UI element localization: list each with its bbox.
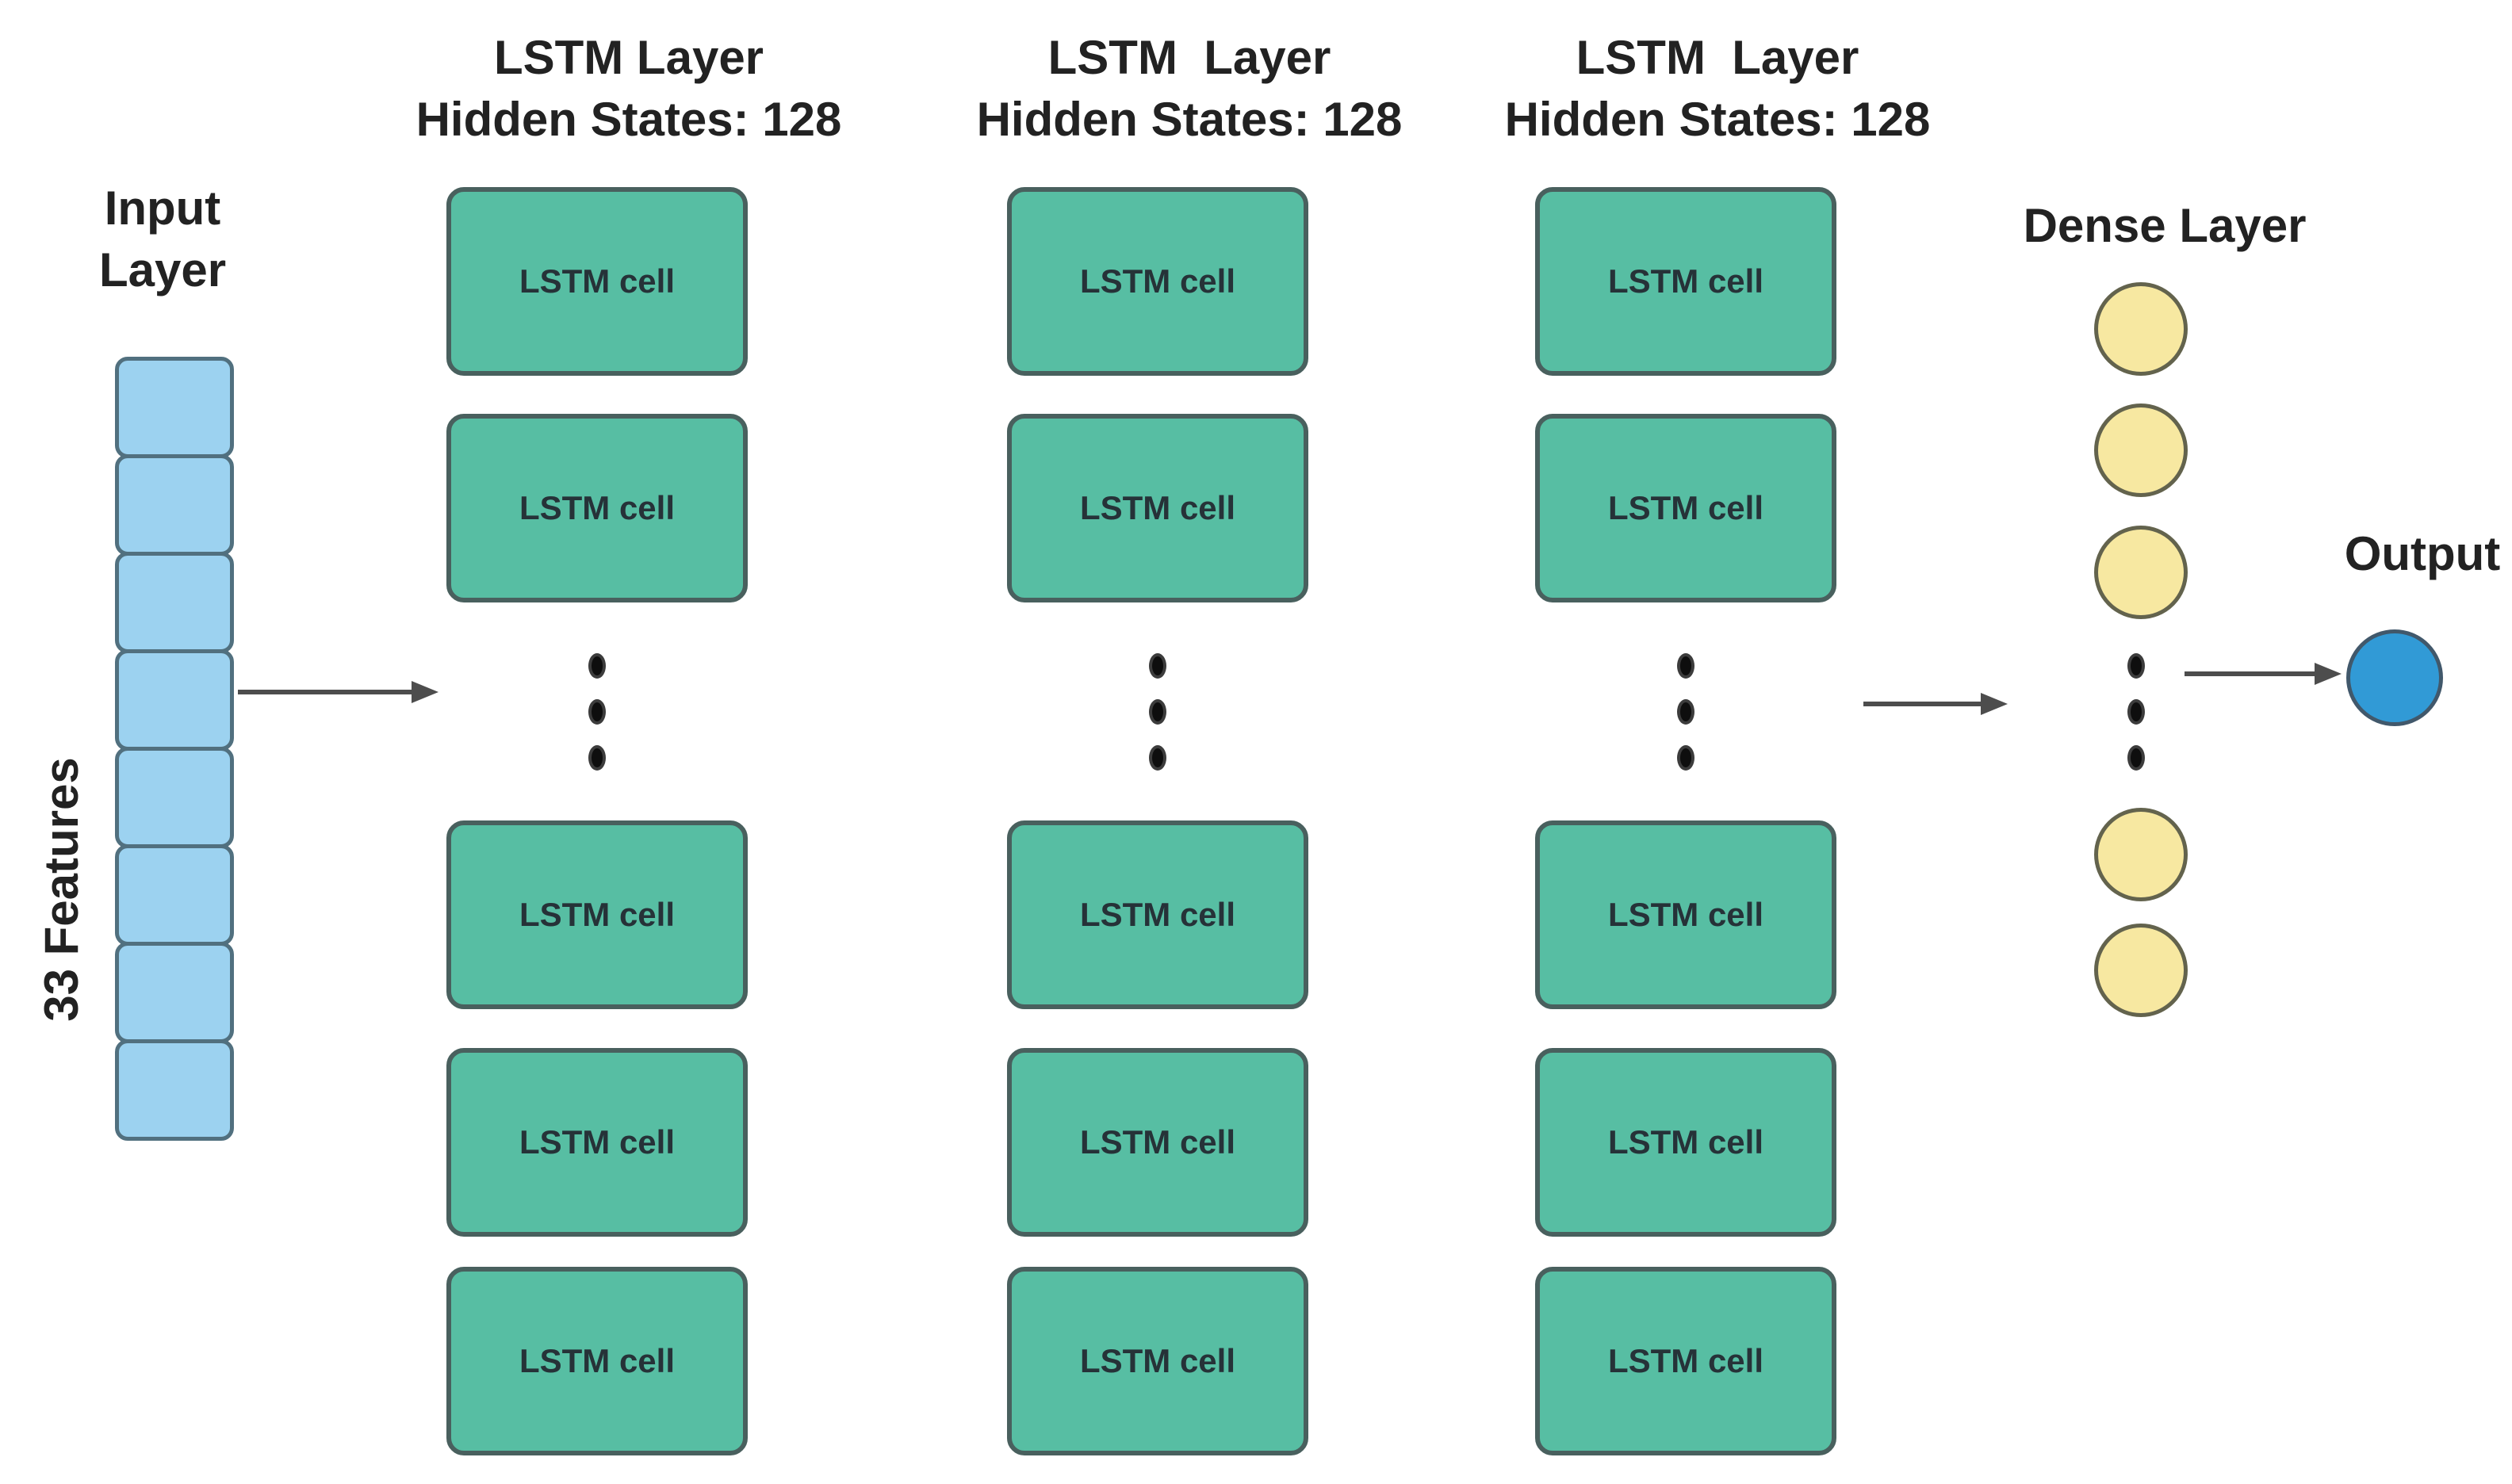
lstm-column-1-ellipsis bbox=[588, 653, 606, 771]
lstm-column-2-ellipsis bbox=[1149, 653, 1166, 771]
input-layer-title-line2: Layer bbox=[98, 243, 227, 296]
lstm-column-3-header: LSTM Layer Hidden States: 128 bbox=[1416, 27, 2019, 151]
lstm-cell: LSTM cell bbox=[1007, 1267, 1308, 1455]
ellipsis-dot bbox=[2127, 745, 2145, 771]
input-layer-title-line1: Input bbox=[104, 182, 221, 235]
ellipsis-dot bbox=[1677, 653, 1694, 679]
lstm-cell: LSTM cell bbox=[1535, 187, 1836, 376]
arrow-head-icon bbox=[2315, 663, 2342, 685]
input-unit bbox=[115, 649, 234, 751]
lstm-column-1-subtitle: Hidden States: 128 bbox=[415, 93, 842, 146]
ellipsis-dot bbox=[2127, 653, 2145, 679]
ellipsis-dot bbox=[1149, 745, 1166, 771]
ellipsis-dot bbox=[588, 653, 606, 679]
dense-neuron bbox=[2094, 526, 2188, 619]
arrow-head-icon bbox=[412, 681, 438, 703]
lstm-column-3-title: LSTM Layer bbox=[1576, 31, 1859, 84]
dense-neuron bbox=[2094, 404, 2188, 497]
lstm-column-1-header: LSTM Layer Hidden States: 128 bbox=[327, 27, 930, 151]
ellipsis-dot bbox=[588, 745, 606, 771]
lstm-cell: LSTM cell bbox=[446, 414, 748, 602]
input-unit bbox=[115, 357, 234, 458]
ellipsis-dot bbox=[1149, 699, 1166, 725]
ellipsis-dot bbox=[1677, 699, 1694, 725]
lstm-column-2-title: LSTM Layer bbox=[1047, 31, 1331, 84]
output-neuron bbox=[2346, 629, 2443, 726]
lstm-cell: LSTM cell bbox=[1007, 820, 1308, 1009]
dense-neuron bbox=[2094, 924, 2188, 1017]
lstm-cell: LSTM cell bbox=[1007, 414, 1308, 602]
lstm-column-2-subtitle: Hidden States: 128 bbox=[976, 93, 1403, 146]
lstm-cell: LSTM cell bbox=[446, 1048, 748, 1237]
input-feature-stack bbox=[115, 357, 234, 1141]
lstm-column-3-subtitle: Hidden States: 128 bbox=[1504, 93, 1931, 146]
arrow-dense-to-output bbox=[2185, 658, 2342, 690]
dense-layer-ellipsis bbox=[2127, 653, 2145, 771]
lstm-cell: LSTM cell bbox=[1535, 414, 1836, 602]
arrow-shaft bbox=[238, 690, 412, 694]
dense-neuron bbox=[2094, 282, 2188, 376]
lstm-cell: LSTM cell bbox=[446, 1267, 748, 1455]
lstm-cell: LSTM cell bbox=[1535, 1048, 1836, 1237]
input-unit bbox=[115, 747, 234, 848]
input-unit bbox=[115, 1039, 234, 1141]
arrow-head-icon bbox=[1981, 693, 2008, 715]
arrow-lstm3-to-dense bbox=[1863, 688, 2008, 720]
lstm-column-2-header: LSTM Layer Hidden States: 128 bbox=[888, 27, 1491, 151]
input-unit bbox=[115, 844, 234, 946]
arrow-input-to-lstm1 bbox=[238, 676, 438, 708]
ellipsis-dot bbox=[1149, 653, 1166, 679]
ellipsis-dot bbox=[2127, 699, 2145, 725]
ellipsis-dot bbox=[588, 699, 606, 725]
lstm-column-1-title: LSTM Layer bbox=[493, 31, 764, 84]
dense-layer-title: Dense Layer bbox=[2023, 199, 2307, 252]
features-count-label: 33 Features bbox=[35, 757, 88, 1022]
lstm-cell: LSTM cell bbox=[1535, 820, 1836, 1009]
lstm-cell: LSTM cell bbox=[446, 820, 748, 1009]
input-layer-title: Input Layer bbox=[63, 178, 262, 301]
input-unit bbox=[115, 942, 234, 1043]
lstm-cell: LSTM cell bbox=[446, 187, 748, 376]
arrow-shaft bbox=[2185, 671, 2315, 676]
lstm-cell: LSTM cell bbox=[1535, 1267, 1836, 1455]
ellipsis-dot bbox=[1677, 745, 1694, 771]
lstm-cell: LSTM cell bbox=[1007, 1048, 1308, 1237]
input-unit bbox=[115, 454, 234, 556]
input-unit bbox=[115, 552, 234, 653]
arrow-shaft bbox=[1863, 702, 1981, 706]
lstm-cell: LSTM cell bbox=[1007, 187, 1308, 376]
dense-neuron bbox=[2094, 808, 2188, 901]
lstm-column-3-ellipsis bbox=[1677, 653, 1694, 771]
output-label: Output bbox=[2344, 527, 2501, 580]
